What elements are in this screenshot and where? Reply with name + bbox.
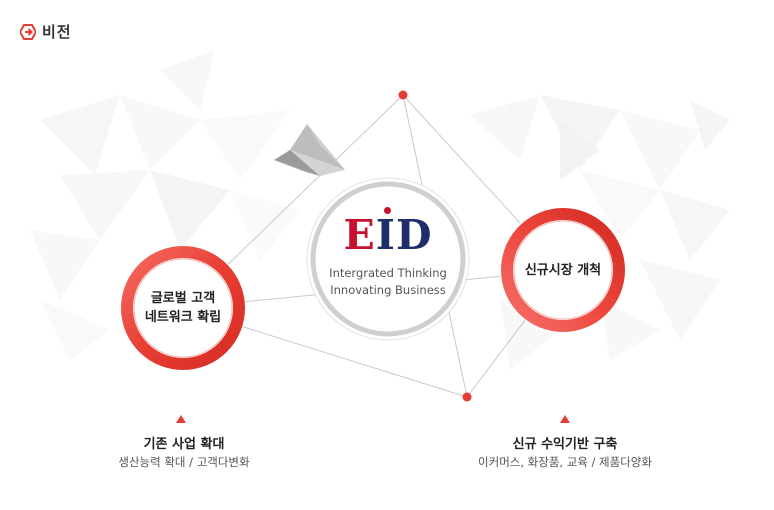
node-dot-bottom: [462, 392, 472, 402]
page-title: 비전: [42, 23, 72, 41]
left-node-line-2: 네트워크 확립: [144, 310, 222, 325]
right-node-label: 신규시장 개척: [524, 263, 602, 278]
tagline-line-2: Innovating Business: [330, 283, 446, 297]
center-circle: [306, 177, 470, 341]
eid-logo: EID: [320, 213, 456, 257]
left-node-line-1: 글로벌 고객: [150, 291, 216, 306]
left-caption-title: 기존 사업 확대: [143, 437, 225, 452]
left-ring: [120, 245, 246, 371]
left-node-label: 글로벌 고객 네트워크 확립: [123, 289, 243, 327]
left-caption-triangle-icon: [176, 415, 186, 423]
logo-letters-id: ID: [375, 211, 433, 259]
section-header: 비전: [20, 21, 72, 42]
right-ring: [500, 207, 626, 333]
logo-letter-e: E: [343, 211, 376, 259]
logo-dot: [384, 207, 391, 214]
vision-arrow-icon: [20, 23, 36, 40]
tagline-line-1: Intergrated Thinking: [329, 266, 447, 280]
right-caption-triangle-icon: [560, 415, 570, 423]
right-caption-title: 신규 수익기반 구축: [512, 437, 618, 452]
diamond-shape: [274, 124, 345, 176]
right-caption-subtitle: 이커머스, 화장품, 교육 / 제품다양화: [478, 455, 652, 469]
node-dot-top: [398, 90, 408, 100]
left-caption-subtitle: 생산능력 확대 / 고객다변화: [118, 455, 250, 469]
